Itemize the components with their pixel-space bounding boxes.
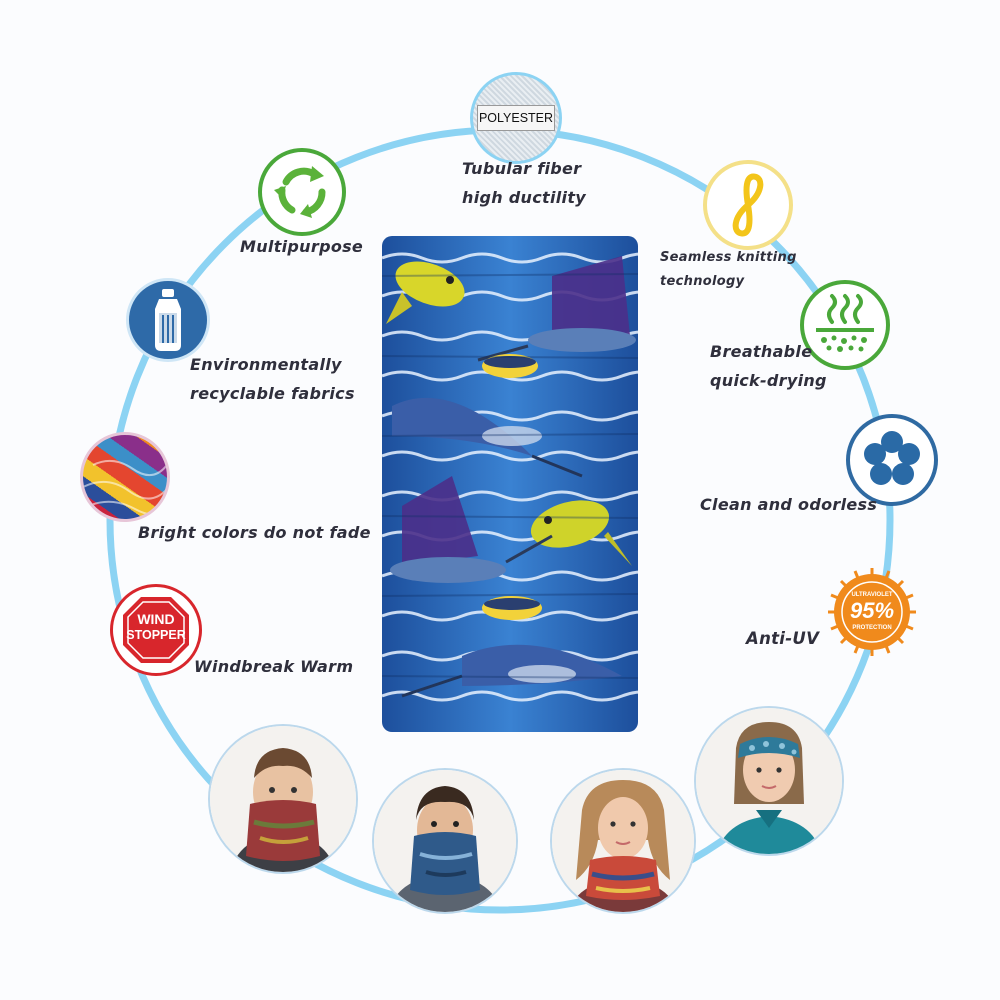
polyester-fabric-icon: POLYESTER xyxy=(470,72,562,164)
uv-badge-value: 95% xyxy=(849,598,895,623)
windstopper-label: Windbreak Warm xyxy=(194,657,354,676)
colorful-fabric-icon xyxy=(80,432,170,522)
windstopper-badge-icon: WIND STOPPER xyxy=(110,584,202,676)
polyester-label-line2: high ductility xyxy=(462,188,586,207)
antiuv-label: Anti-UV xyxy=(746,629,820,648)
multipurpose-label: Multipurpose xyxy=(240,237,364,256)
recycle-arrows-icon xyxy=(258,148,346,236)
steam-waves-icon xyxy=(800,280,890,370)
recyclable-label-line2: recyclable fabrics xyxy=(190,384,355,403)
windstopper-badge-line1: WIND xyxy=(137,611,175,627)
uv-badge-bottom: PROTECTION xyxy=(852,625,892,631)
uv-sun-badge-icon: ULTRAVIOLET 95% PROTECTION xyxy=(826,566,918,658)
breathable-label-line1: Breathable xyxy=(710,342,813,361)
seamless-label-line1: Seamless knitting xyxy=(660,250,797,265)
polyester-badge: POLYESTER xyxy=(477,105,555,131)
infinity-loop-icon xyxy=(703,160,793,250)
uv-badge-top: ULTRAVIOLET xyxy=(851,592,893,598)
seamless-label-line2: technology xyxy=(660,274,745,289)
plastic-bottle-icon xyxy=(126,278,210,362)
polyester-badge-text: POLYESTER xyxy=(478,111,554,125)
flower-icon xyxy=(846,414,938,506)
breathable-label-line2: quick-drying xyxy=(710,371,827,390)
colors-label: Bright colors do not fade xyxy=(138,523,371,542)
model-woman-headband xyxy=(694,706,844,856)
fish-print-neck-gaiter xyxy=(382,236,638,732)
clean-label: Clean and odorless xyxy=(700,495,878,514)
model-man-neck-gaiter xyxy=(372,768,518,914)
recyclable-label-line1: Environmentally xyxy=(190,355,342,374)
model-man-face-mask xyxy=(208,724,358,874)
windstopper-badge-line2: STOPPER xyxy=(126,628,186,642)
model-woman-scarf xyxy=(550,768,696,914)
polyester-label-line1: Tubular fiber xyxy=(462,159,582,178)
